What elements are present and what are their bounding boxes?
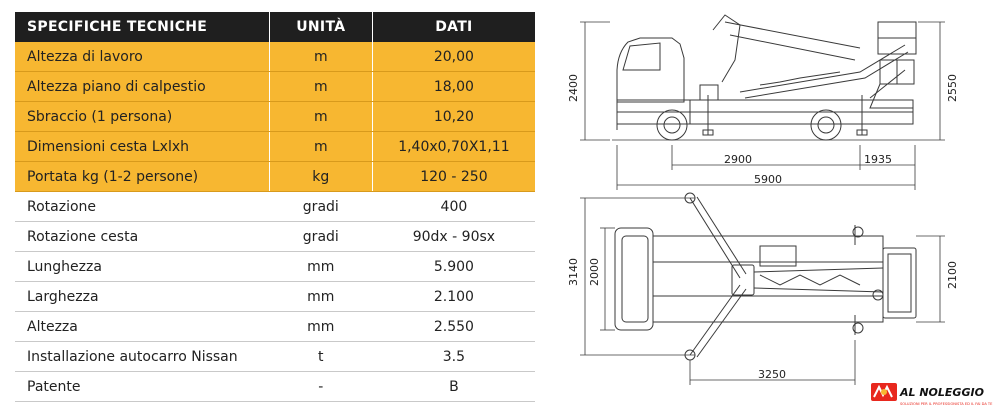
spec-unit: m (269, 71, 373, 102)
spec-value: 18,00 (372, 71, 535, 102)
header-spec: SPECIFICHE TECNICHE (15, 12, 270, 42)
spec-unit: m (269, 131, 373, 162)
spec-unit: mm (269, 311, 373, 342)
spec-label: Dimensioni cesta Lxlxh (15, 131, 270, 162)
dim-1935: 1935 (864, 153, 892, 166)
spec-value: 1,40x0,70X1,11 (372, 131, 535, 162)
dim-3140: 3140 (567, 258, 580, 286)
header-unit: UNITÀ (269, 12, 373, 42)
spec-value: 90dx - 90sx (372, 221, 535, 252)
company-logo: AL NOLEGGIO SOLUZIONI PER IL PROFESSIONI… (870, 380, 998, 408)
spec-value: 2.550 (372, 311, 535, 342)
top-dimensions (580, 197, 945, 385)
spec-label: Rotazione cesta (15, 221, 270, 252)
dim-2900: 2900 (724, 153, 752, 166)
top-view (614, 192, 917, 361)
logo-name: AL NOLEGGIO (899, 386, 984, 399)
spec-unit: kg (269, 161, 373, 192)
dim-2400: 2400 (567, 74, 580, 102)
spec-unit: m (269, 42, 373, 72)
spec-value: 10,20 (372, 101, 535, 132)
technical-drawing: 2400 2550 2900 1935 5900 3140 2000 2100 … (567, 14, 959, 385)
spec-value: 3.5 (372, 341, 535, 372)
spec-unit: gradi (269, 221, 373, 252)
logo-tagline: SOLUZIONI PER IL PROFESSIONISTA ED IL FA… (900, 402, 993, 406)
spec-value: 120 - 250 (372, 161, 535, 192)
spec-value: 2.100 (372, 281, 535, 312)
spec-label: Rotazione (15, 191, 270, 222)
spec-value: 5.900 (372, 251, 535, 282)
spec-unit: mm (269, 251, 373, 282)
spec-label: Altezza di lavoro (15, 42, 270, 72)
spec-row: Patente-B (15, 371, 535, 402)
spec-value: B (372, 371, 535, 402)
spec-label: Larghezza (15, 281, 270, 312)
spec-table-header: SPECIFICHE TECNICHE UNITÀ DATI (15, 12, 535, 42)
spec-unit: mm (269, 281, 373, 312)
dim-3250: 3250 (758, 368, 786, 381)
dimension-labels: 2400 2550 2900 1935 5900 3140 2000 2100 … (567, 74, 959, 381)
dim-2550: 2550 (946, 74, 959, 102)
header-data: DATI (372, 12, 535, 42)
spec-label: Lunghezza (15, 251, 270, 282)
spec-label: Installazione autocarro Nissan (15, 341, 270, 372)
spec-unit: - (269, 371, 373, 402)
side-dimensions (580, 21, 945, 190)
dim-5900: 5900 (754, 173, 782, 186)
dim-2000: 2000 (588, 258, 601, 286)
spec-label: Altezza piano di calpestio (15, 71, 270, 102)
side-view (612, 14, 918, 141)
spec-table: SPECIFICHE TECNICHE UNITÀ DATI Altezza d… (15, 12, 535, 402)
spec-label: Portata kg (1-2 persone) (15, 161, 270, 192)
dim-2100: 2100 (946, 261, 959, 289)
spec-label: Altezza (15, 311, 270, 342)
spec-unit: m (269, 101, 373, 132)
spec-unit: t (269, 341, 373, 372)
spec-value: 400 (372, 191, 535, 222)
spec-unit: gradi (269, 191, 373, 222)
spec-label: Patente (15, 371, 270, 402)
spec-label: Sbraccio (1 persona) (15, 101, 270, 132)
spec-value: 20,00 (372, 42, 535, 72)
